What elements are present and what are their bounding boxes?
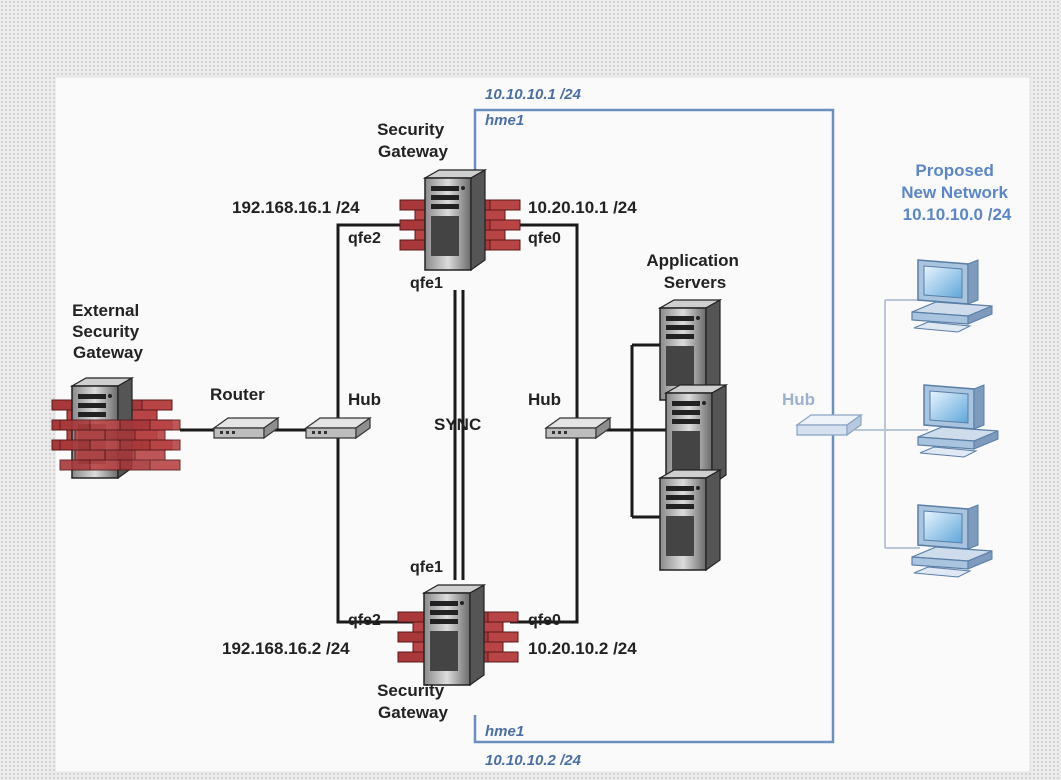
application-servers: [659, 299, 727, 571]
ip-top-right: 10.20.10.1 /24: [528, 198, 637, 217]
bottom-qfe0: qfe0: [528, 612, 561, 629]
app-servers-label: Application Servers: [646, 251, 743, 292]
hub-center: [545, 417, 611, 439]
hub-right-label: Hub: [782, 390, 815, 409]
proposed-network-label: Proposed New Network 10.10.10.0 /24: [901, 161, 1012, 224]
router: [213, 417, 279, 439]
gateway-top-label: Security Gateway: [377, 120, 449, 161]
hub-left: [305, 417, 371, 439]
diagram-panel: [54, 76, 1031, 773]
hme-top-ip: 10.10.10.1 /24: [485, 86, 582, 103]
ip-top-left: 192.168.16.1 /24: [232, 198, 360, 217]
router-label: Router: [210, 385, 265, 404]
top-qfe1: qfe1: [410, 275, 443, 292]
sync-label: SYNC: [434, 415, 481, 434]
hub-right: [796, 414, 862, 436]
bottom-qfe1: qfe1: [410, 559, 443, 576]
top-qfe2: qfe2: [348, 230, 381, 247]
hub-center-label: Hub: [528, 390, 561, 409]
gateway-bottom-label: Security Gateway: [377, 681, 449, 722]
ip-bottom-right: 10.20.10.2 /24: [528, 639, 637, 658]
hme-bottom-if: hme1: [485, 723, 524, 740]
hme-top-if: hme1: [485, 112, 524, 129]
new-network-links: [855, 299, 928, 549]
top-qfe0: qfe0: [528, 230, 561, 247]
hub-left-label: Hub: [348, 390, 381, 409]
hme-bottom-ip: 10.10.10.2 /24: [485, 752, 582, 769]
external-gateway-label: External Security Gateway: [72, 301, 144, 362]
ip-bottom-left: 192.168.16.2 /24: [222, 639, 350, 658]
bottom-qfe2: qfe2: [348, 612, 381, 629]
